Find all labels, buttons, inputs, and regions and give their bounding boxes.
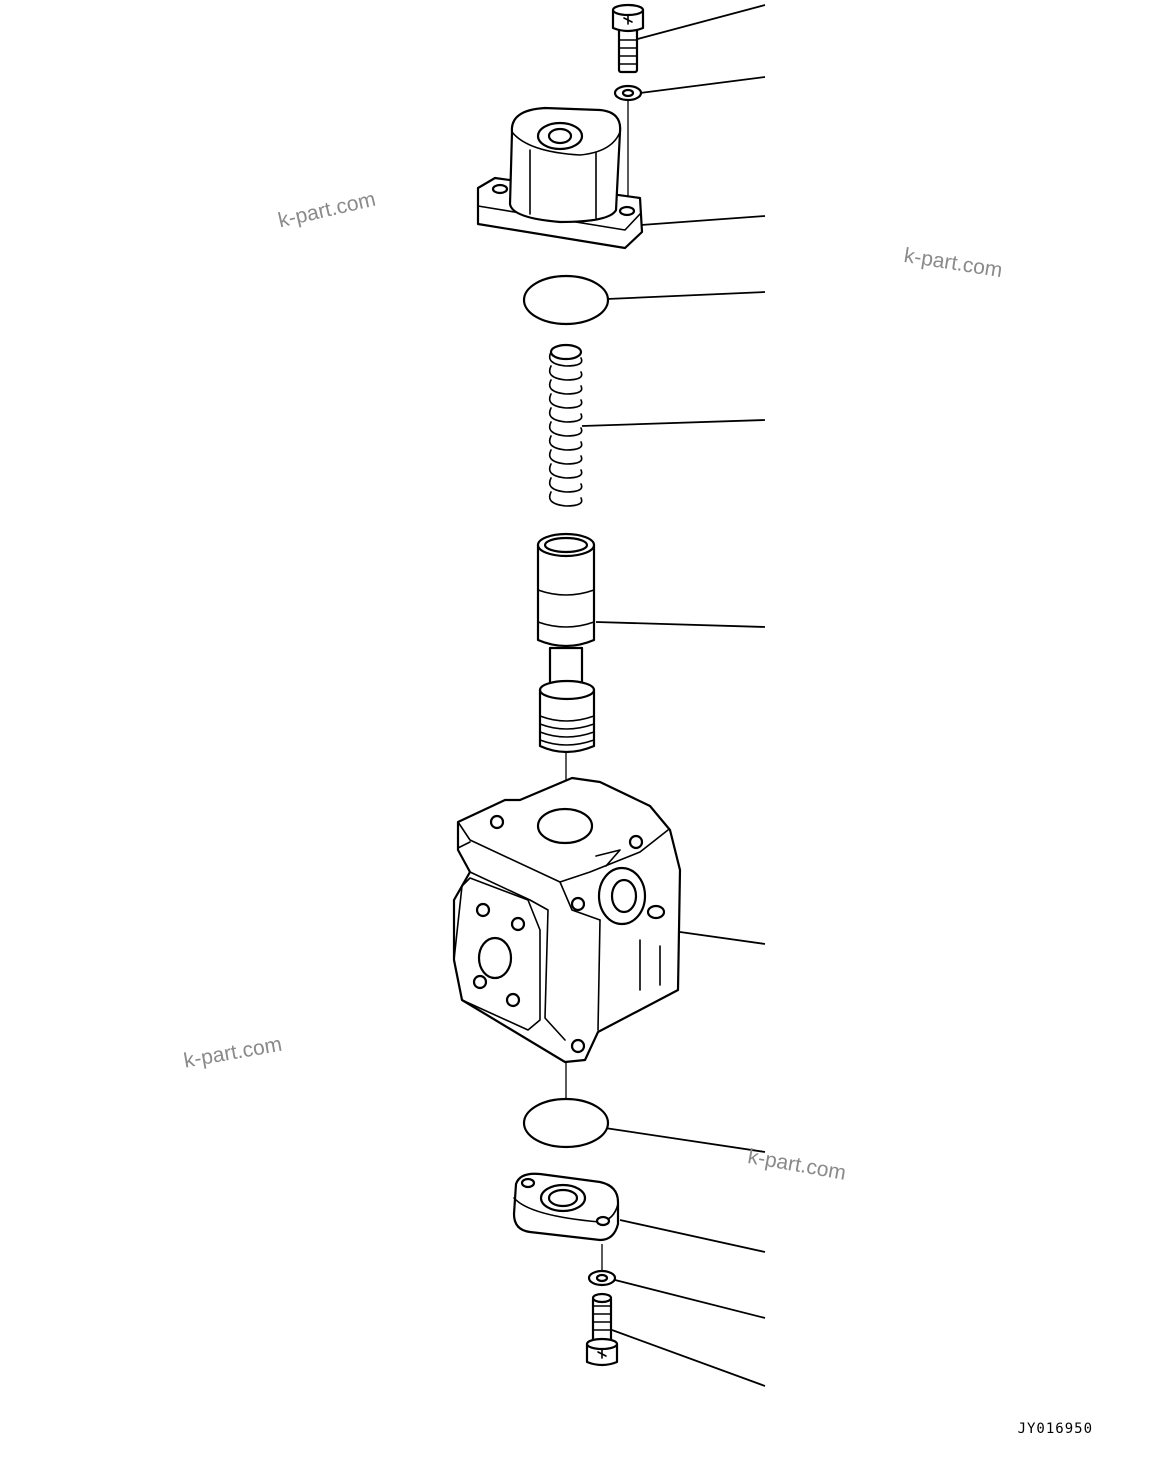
leader-top-washer — [639, 76, 766, 94]
top-washer — [613, 84, 643, 102]
leader-bottom-washer — [614, 1279, 766, 1319]
spool — [536, 532, 596, 754]
valve-body — [452, 776, 682, 1064]
bottom-bolt — [585, 1292, 619, 1367]
leader-bottom-o-ring — [604, 1127, 766, 1153]
leader-lines — [581, 4, 766, 1387]
bottom-o-ring — [522, 1097, 610, 1149]
top-o-ring — [522, 274, 610, 326]
spring — [548, 343, 583, 507]
leader-spring — [581, 419, 766, 427]
leader-top-bolt — [633, 4, 766, 41]
bottom-washer — [587, 1269, 617, 1287]
bottom-cover — [512, 1172, 620, 1242]
top-bolt — [611, 3, 645, 74]
leader-valve-body — [679, 931, 766, 945]
leader-top-o-ring — [606, 291, 766, 300]
leader-bottom-cover — [619, 1219, 766, 1253]
leader-bottom-bolt — [611, 1329, 766, 1387]
drawing-code-label: JY016950 — [1017, 1421, 1093, 1437]
leader-top-cover — [640, 215, 766, 226]
leader-spool — [595, 621, 766, 628]
top-cover — [476, 106, 644, 250]
